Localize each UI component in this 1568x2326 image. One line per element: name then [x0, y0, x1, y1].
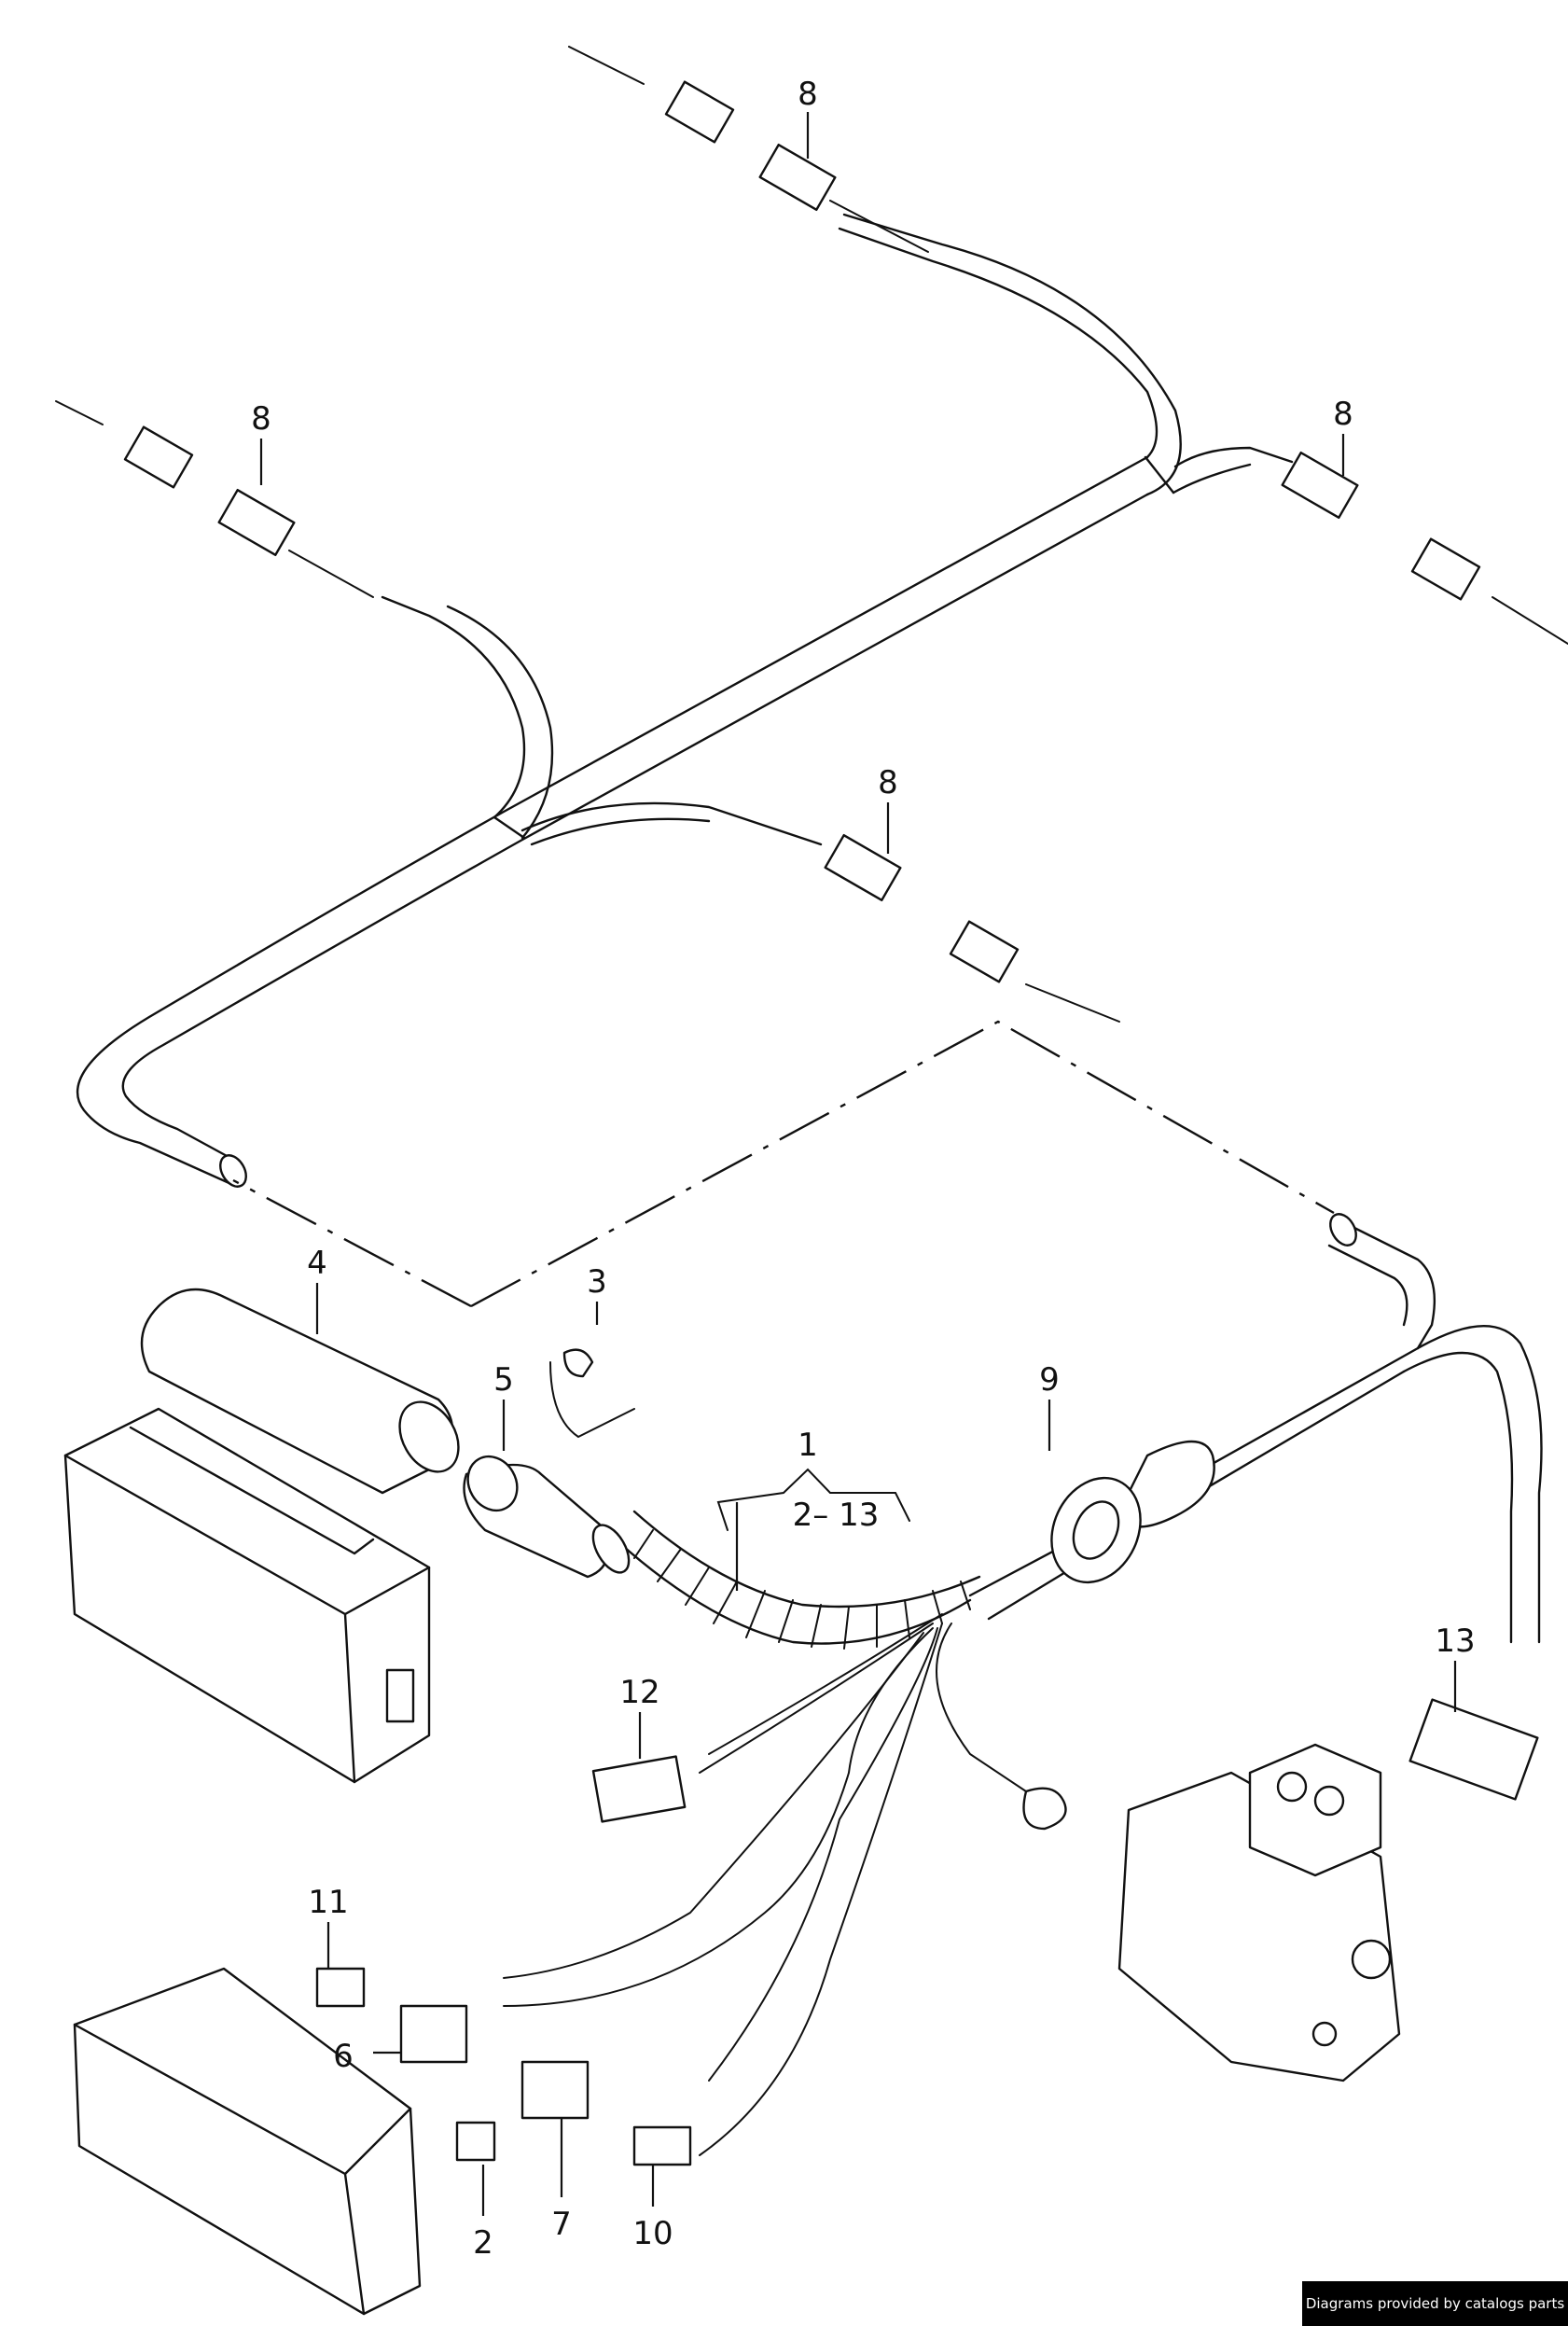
callout-1-range: 2– 13	[793, 1497, 880, 1534]
callout-2: 2	[473, 2224, 493, 2262]
callout-7: 7	[551, 2206, 572, 2243]
bottom-box	[73, 1967, 422, 2316]
grommet-5	[463, 1455, 631, 1579]
sleeve-9	[1050, 1440, 1215, 1584]
valve-assembly	[1117, 1743, 1401, 2082]
callout-labels: 8 8 8 8 4 3 5 1 2– 13 9 13 12 11 6 2 7 1…	[251, 76, 1475, 2262]
lower-harness	[968, 1213, 1543, 1644]
callout-4: 4	[307, 1245, 327, 1282]
callout-8-right: 8	[1333, 396, 1353, 433]
callout-10: 10	[632, 2215, 673, 2252]
callout-9: 9	[1039, 1361, 1060, 1399]
plug-8-left	[55, 400, 374, 598]
branch-wires	[503, 1613, 1027, 2156]
cover-4	[140, 1288, 460, 1495]
control-unit	[63, 1407, 431, 1784]
callout-11: 11	[308, 1884, 348, 1921]
callout-12: 12	[619, 1674, 659, 1711]
callout-8-center: 8	[878, 764, 898, 801]
connectors	[315, 1348, 1539, 2166]
plug-8-top	[568, 46, 929, 253]
plug-8-right	[1281, 451, 1568, 645]
callout-8-left: 8	[251, 400, 271, 438]
dash-outline	[232, 1020, 1335, 1308]
callout-5: 5	[493, 1361, 514, 1399]
wrapped-section	[614, 1510, 981, 1650]
plug-8-center	[824, 833, 1120, 1023]
callout-8-top: 8	[798, 76, 818, 113]
callout-3: 3	[587, 1263, 607, 1301]
credit-banner: Diagrams provided by catalogs parts	[1302, 2281, 1568, 2326]
callout-6: 6	[333, 2038, 354, 2075]
callout-1: 1	[798, 1427, 818, 1464]
leader-lines	[259, 112, 1457, 2216]
callout-13: 13	[1435, 1623, 1475, 1660]
harness-tube	[76, 213, 1294, 1188]
